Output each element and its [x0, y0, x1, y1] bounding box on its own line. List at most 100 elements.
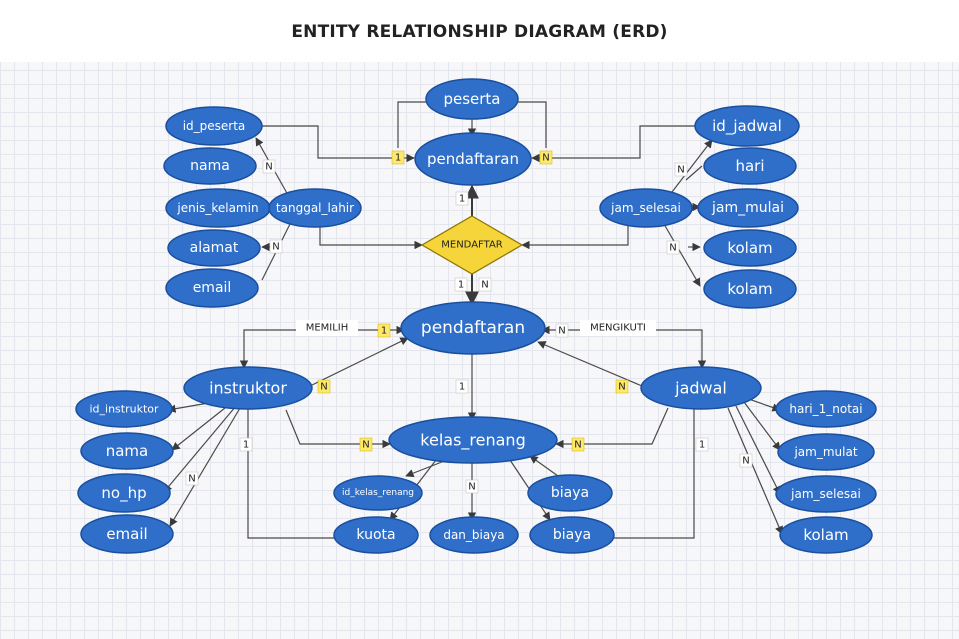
svg-text:jadwal: jadwal — [674, 379, 727, 398]
svg-text:email: email — [106, 525, 147, 543]
attribute-nama-left[interactable]: nama — [163, 147, 257, 185]
connector-instruktor-pendaftaran — [309, 337, 409, 387]
attribute-jam-selesai-bottom[interactable]: jam_selesai — [775, 475, 877, 513]
attribute-hari[interactable]: hari — [703, 147, 797, 185]
svg-text:hari_1_notai: hari_1_notai — [789, 402, 862, 416]
svg-text:N: N — [188, 474, 195, 485]
svg-text:1: 1 — [699, 440, 705, 451]
cardinality-kelas-attr-n: N — [465, 479, 479, 494]
svg-text:pendaftaran: pendaftaran — [421, 318, 525, 338]
cardinalities: 1 N N N 1 1 N N N 1 N N N 1 N N N 1 1 N … — [185, 150, 753, 494]
svg-text:peserta: peserta — [443, 90, 500, 108]
svg-text:pendaftaran: pendaftaran — [427, 150, 519, 168]
connector-jam-kolam — [663, 223, 701, 287]
attribute-id-jadwal[interactable]: id_jadwal — [694, 105, 800, 147]
connector-jam-idjadwal — [671, 139, 713, 193]
attribute-alamat[interactable]: alamat — [167, 229, 261, 267]
svg-text:N: N — [618, 382, 625, 393]
connector-nama-bottom — [171, 403, 231, 451]
svg-text:1: 1 — [459, 194, 465, 205]
entity-pendaftaran-top[interactable]: pendaftaran — [414, 132, 532, 186]
svg-text:N: N — [468, 482, 475, 493]
connector-id-peserta — [262, 125, 415, 163]
attribute-biaya-lower[interactable]: biaya — [529, 516, 615, 554]
attribute-no-hp[interactable]: no_hp — [77, 473, 171, 513]
attribute-dan-biaya[interactable]: dan_biaya — [429, 516, 519, 554]
cardinality-rel-down-1: 1 — [454, 277, 468, 292]
attribute-jenis-kelamin[interactable]: jenis_kelamin — [165, 188, 271, 228]
connector-email-bottom — [169, 407, 241, 527]
entity-kelas-renang[interactable]: kelas_renang — [388, 416, 558, 464]
attribute-jam-mulat[interactable]: jam_mulat — [777, 433, 875, 471]
connector-kolam-bottom — [727, 407, 783, 535]
connector-no-hp — [163, 405, 237, 493]
attribute-nama-bottom[interactable]: nama — [80, 432, 174, 470]
entity-jadwal[interactable]: jadwal — [640, 366, 762, 410]
mendaftar-label: MENDAFTAR — [441, 240, 503, 251]
attribute-tanggal-lahir[interactable]: tanggal_lahir — [268, 188, 362, 228]
connector-tgl-mendaftar — [319, 226, 423, 250]
svg-text:N: N — [362, 440, 369, 451]
svg-text:dan_biaya: dan_biaya — [443, 528, 504, 542]
attribute-email-left[interactable]: email — [165, 268, 259, 308]
entity-instruktor[interactable]: instruktor — [183, 366, 313, 410]
attribute-kolam-top-2[interactable]: kolam — [703, 269, 797, 309]
svg-text:kolam: kolam — [727, 280, 772, 298]
cardinality-memilih-1: 1 — [377, 323, 391, 338]
cardinality-jadwal-n: N — [615, 379, 629, 394]
attribute-jam-selesai-top[interactable]: jam_selesai — [599, 188, 693, 228]
entity-peserta[interactable]: peserta — [425, 78, 519, 120]
svg-text:id_jadwal: id_jadwal — [712, 117, 782, 136]
attribute-id-kelas-renang[interactable]: id_kelas_renang — [333, 475, 423, 511]
attribute-jam-mulai-top[interactable]: jam_mulai — [697, 188, 799, 228]
cardinality-mid-kelas-1: 1 — [455, 379, 469, 394]
svg-text:N: N — [265, 162, 272, 173]
attribute-kolam-bottom[interactable]: kolam — [779, 516, 873, 554]
svg-text:jam_selesai: jam_selesai — [610, 201, 681, 215]
cardinality-rel-down-n: N — [478, 277, 492, 292]
cardinality-peserta-right: N — [539, 150, 553, 165]
entities: peserta pendaftaran id_peserta nama jeni… — [75, 78, 877, 554]
svg-text:N: N — [481, 280, 488, 291]
entity-pendaftaran-mid[interactable]: pendaftaran — [400, 301, 546, 355]
memilih-label-bg — [296, 320, 358, 336]
cardinality-jadwal-kelas-n: N — [571, 437, 585, 452]
relationship-mendaftar: MENDAFTAR — [420, 215, 524, 275]
cardinality-instr-kelas-n: N — [359, 437, 373, 452]
svg-text:tanggal_lahir: tanggal_lahir — [276, 201, 354, 215]
cardinality-jadwal-bottom-1: 1 — [695, 437, 709, 452]
svg-text:kolam: kolam — [727, 239, 772, 257]
connector-jadwal-pendaftaran — [537, 341, 643, 387]
attribute-id-instruktor[interactable]: id_instruktor — [75, 390, 173, 428]
connector-peserta-right-loop — [516, 101, 547, 148]
cardinality-instr-attr-n: N — [185, 471, 199, 486]
attribute-biaya-upper[interactable]: biaya — [527, 474, 613, 512]
cardinality-instruktor-n: N — [317, 379, 331, 394]
connector-jadwal-kelas — [555, 407, 669, 449]
attribute-id-peserta[interactable]: id_peserta — [165, 106, 263, 146]
attribute-hari-1-notai[interactable]: hari_1_notai — [775, 390, 877, 428]
svg-text:biaya: biaya — [553, 527, 591, 543]
cardinality-id-peserta-n: N — [262, 159, 276, 174]
mendaftar-diamond — [420, 215, 524, 275]
svg-text:id_instruktor: id_instruktor — [89, 403, 159, 416]
cardinality-mengikuti-n: N — [555, 323, 569, 338]
svg-text:N: N — [320, 382, 327, 393]
svg-text:instruktor: instruktor — [209, 379, 287, 398]
svg-text:N: N — [742, 456, 749, 467]
connector-id-jadwal — [531, 125, 698, 163]
svg-text:biaya: biaya — [551, 485, 589, 501]
svg-text:1: 1 — [243, 440, 249, 451]
svg-text:nama: nama — [106, 442, 149, 460]
svg-text:hari: hari — [735, 157, 764, 175]
cardinality-peserta-left: 1 — [391, 150, 405, 165]
svg-text:N: N — [669, 243, 676, 254]
attribute-kolam-top-1[interactable]: kolam — [703, 229, 797, 267]
attribute-email-bottom[interactable]: email — [80, 514, 174, 554]
svg-text:N: N — [542, 153, 549, 164]
svg-text:kolam: kolam — [803, 526, 848, 544]
connector-instruktor-bottom — [247, 408, 346, 539]
attribute-kuota[interactable]: kuota — [333, 516, 419, 554]
svg-text:jenis_kelamin: jenis_kelamin — [176, 201, 258, 215]
